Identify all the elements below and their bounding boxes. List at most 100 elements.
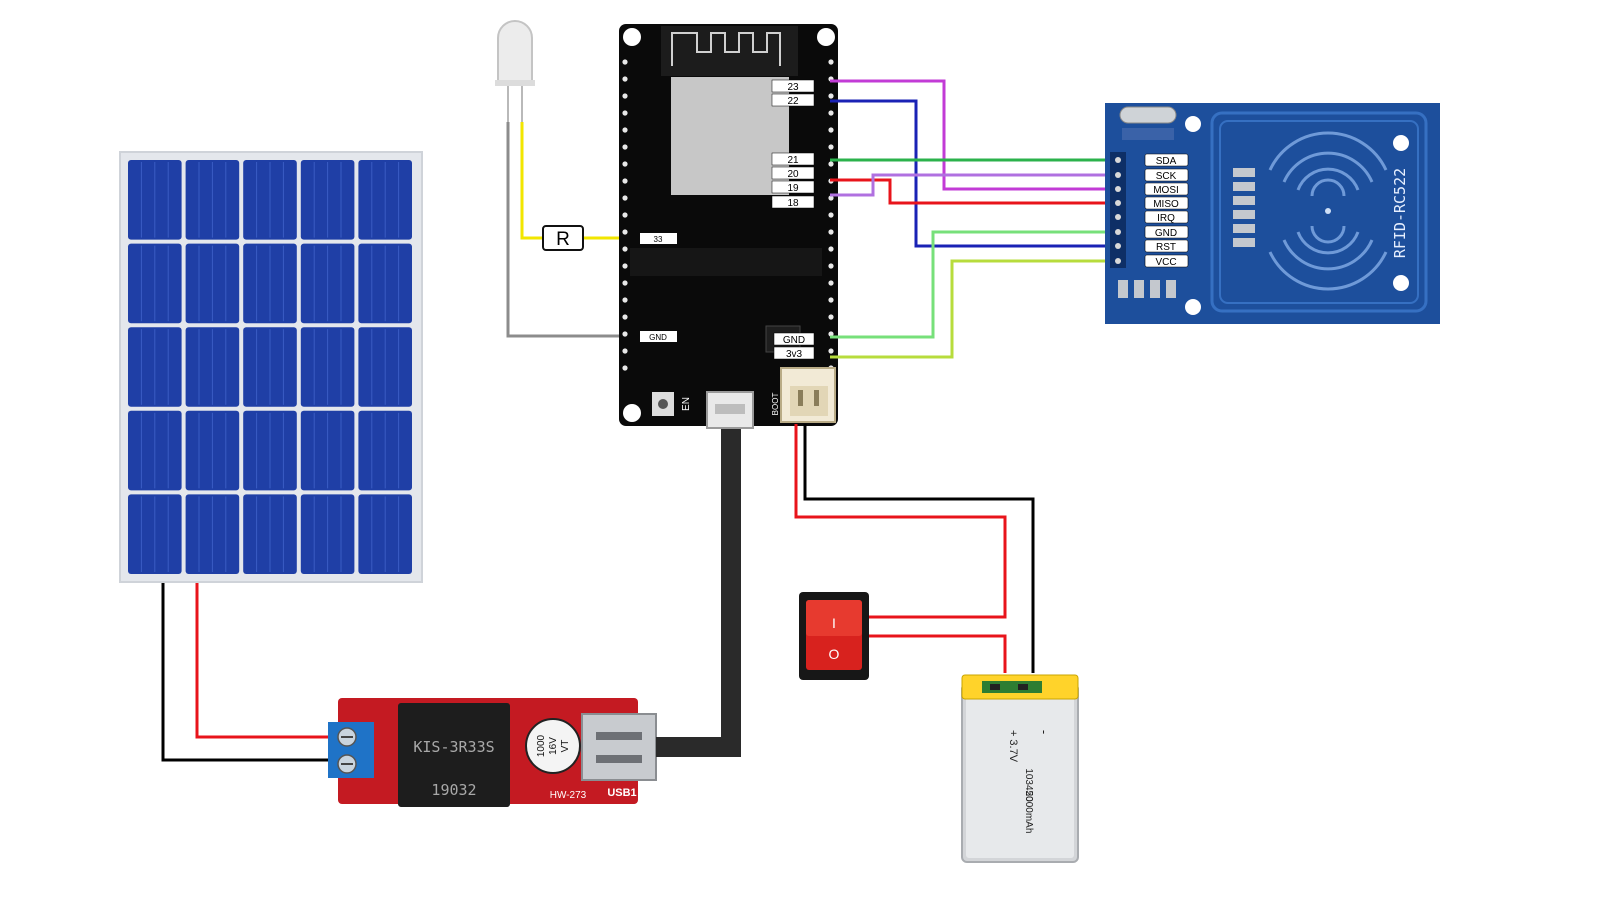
pin-label-box [771, 180, 815, 194]
solar-cell [243, 327, 297, 407]
header-pin [828, 127, 834, 133]
solar-cell [358, 243, 412, 324]
wire-19-sck [830, 173, 1113, 197]
capacitor [525, 718, 581, 774]
header-pin [622, 127, 628, 133]
led [495, 20, 535, 122]
pin-22-label: 22 [787, 96, 799, 107]
pin-label-box [771, 166, 815, 180]
header-pin [828, 195, 834, 201]
header-pin [622, 280, 628, 286]
solar-cell [185, 327, 240, 407]
battery-negative-wire [803, 424, 1035, 673]
pin-label-box [771, 195, 815, 209]
buck-usb-label: USB1 [607, 787, 636, 799]
switch-on-symbol: I [832, 615, 836, 631]
led-cathode-wire [506, 122, 628, 338]
header-pin [622, 263, 628, 269]
header-pin [622, 331, 628, 337]
rfid-pin [1115, 214, 1121, 220]
rfid-pin-box [1144, 196, 1189, 210]
en-label: EN [681, 397, 692, 411]
header-pin [622, 110, 628, 116]
header-pin [622, 76, 628, 82]
buck-board-label: HW-273 [550, 790, 587, 801]
header-pin [622, 59, 628, 65]
resistor: R [542, 225, 584, 251]
rfid-pin-sck-label: SCK [1156, 171, 1177, 182]
header-pin [828, 331, 834, 337]
header-pin [828, 144, 834, 150]
solar-panel [119, 151, 423, 583]
header-pin [622, 161, 628, 167]
header-pin [622, 93, 628, 99]
lipo-battery: - + 3.7V 103450 2000mAh [961, 674, 1079, 863]
solar-cell [243, 243, 297, 324]
rfid-pin-mosi-label: MOSI [1153, 185, 1179, 196]
nfc-waves-icon [1268, 131, 1388, 291]
rfid-model-label: RFID-RC522 [1391, 168, 1409, 258]
header-pin [622, 195, 628, 201]
rfid-pin-vcc-label: VCC [1155, 257, 1176, 268]
header-pin [622, 229, 628, 235]
header-pin [622, 178, 628, 184]
solar-cell [128, 243, 182, 324]
header-pin [622, 246, 628, 252]
pin-23-label: 23 [787, 82, 799, 93]
rfid-pin-irq-label: IRQ [1157, 213, 1175, 224]
solar-cell [185, 160, 240, 240]
solar-cell [300, 327, 355, 407]
pin-19-label: 19 [787, 183, 799, 194]
rfid-pin [1115, 157, 1121, 163]
header-pin [622, 297, 628, 303]
battery-positive-wire [794, 424, 1007, 619]
cap-line-2: 16V [548, 737, 559, 755]
switch-to-battery-wire [868, 634, 1007, 673]
pin-20-label: 20 [787, 169, 799, 180]
cap-line-3: VT [560, 740, 571, 753]
led-anode-wire [520, 122, 543, 240]
pin-label-box [771, 93, 815, 107]
left-header-pins [622, 59, 628, 371]
crystal [1119, 106, 1177, 124]
switch-off-symbol: O [829, 646, 840, 662]
rfid-pin-box [1144, 168, 1189, 182]
rfid-pin-box [1144, 153, 1189, 167]
rfid-pin [1115, 243, 1121, 249]
boot-label: BOOT [771, 393, 780, 416]
header-pin [828, 229, 834, 235]
solar-cell [243, 494, 297, 574]
solar-cell [128, 327, 182, 407]
header-pin [828, 348, 834, 354]
rfid-pin-rst-label: RST [1156, 242, 1176, 253]
pin-gnd-left-label: GND [649, 333, 667, 342]
header-pin [828, 314, 834, 320]
battery-model: 103450 [1023, 768, 1034, 802]
battery-wires [794, 424, 1035, 673]
rocker-switch: I O [799, 592, 869, 680]
buck-chip-code: 19032 [431, 781, 476, 799]
solar-positive-wire [195, 583, 330, 739]
header-pin [828, 93, 834, 99]
header-pin [828, 212, 834, 218]
solar-negative-wire [161, 583, 330, 762]
wifi-module-shield [671, 77, 789, 195]
header-pin [828, 110, 834, 116]
resistor-label: R [556, 229, 570, 250]
solar-cell [300, 160, 355, 240]
right-header-pins [828, 59, 834, 371]
solar-cell [128, 160, 182, 240]
rfid-pin-box [1144, 182, 1189, 196]
usb-cable [656, 422, 741, 757]
pin-label-box [771, 79, 815, 93]
solar-cell [128, 494, 182, 574]
pin-label-box [771, 152, 815, 166]
pin-33-label: 33 [654, 235, 663, 244]
inductor [398, 703, 510, 807]
solar-cell [300, 494, 355, 574]
header-pin [828, 59, 834, 65]
solar-cell [358, 327, 412, 407]
rfid-pin [1115, 172, 1121, 178]
